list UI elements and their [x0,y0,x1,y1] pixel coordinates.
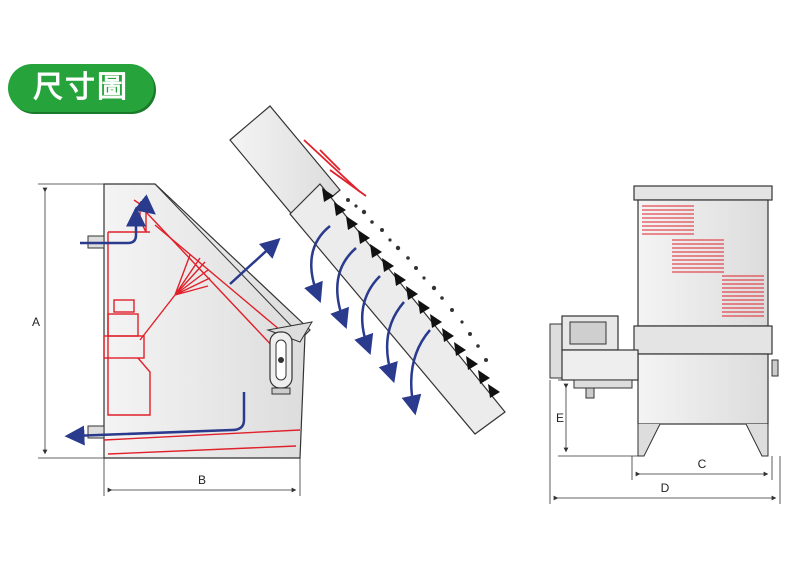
dimension-e: E [556,379,640,457]
dimension-b-label: B [198,473,206,487]
dimension-c: C [631,456,773,480]
dimension-d-label: D [661,481,670,495]
scraper-lines [303,139,367,197]
front-view [549,185,779,457]
filter-hatching [642,205,764,317]
drive-motor-assembly [266,321,313,395]
dimension-d: D [549,380,781,504]
circulation-arrows [304,225,431,416]
side-view [64,183,313,459]
dimension-c-label: C [698,457,707,471]
title-badge: 尺寸圖 [8,64,154,112]
dimension-a-label: A [32,315,40,329]
side-drive-unit [549,315,779,399]
belt-teeth [322,188,500,398]
dimension-e-label: E [556,411,564,425]
dimension-a: A [32,183,104,459]
debris-particles [346,198,488,362]
conveyor-detail [229,105,506,435]
dimension-b: B [103,458,301,496]
title-badge-label: 尺寸圖 [33,70,129,105]
airflow-arrows [64,194,281,446]
